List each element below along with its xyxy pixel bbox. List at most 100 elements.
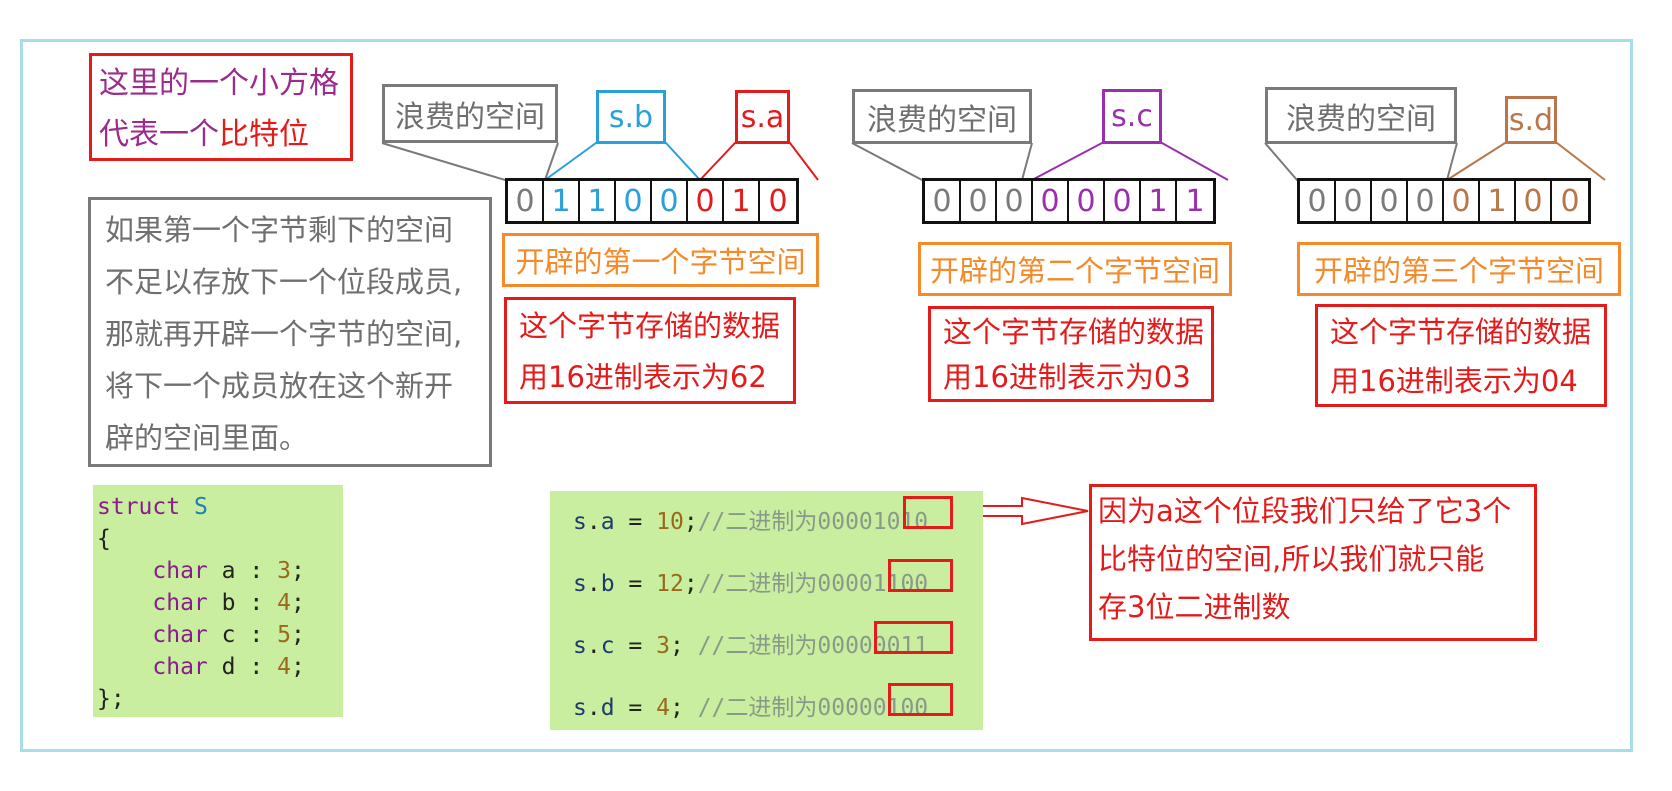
bit-cell: 0 bbox=[1408, 181, 1444, 221]
truncation-line: 因为a这个位段我们只给了它3个 bbox=[1098, 494, 1512, 528]
hex-note-1: 这个字节存储的数据 用16进制表示为62 bbox=[504, 297, 796, 404]
byte-caption-2: 开辟的第二个字节空间 bbox=[918, 242, 1232, 296]
assign-line-a: s.a = 10;//二进制为00001010 bbox=[573, 506, 928, 538]
truncation-line: 存3位二进制数 bbox=[1098, 590, 1291, 624]
stored-bits-highlight-c bbox=[874, 621, 953, 654]
bit-cell: 0 bbox=[1560, 183, 1580, 219]
comment: //二进制为00001010 bbox=[697, 509, 929, 535]
truncation-note: 因为a这个位段我们只给了它3个 比特位的空间,所以我们就只能 存3位二进制数 bbox=[1089, 484, 1537, 641]
open-brace: { bbox=[97, 526, 111, 552]
assign-code-block: s.a = 10;//二进制为00001010 s.b = 12;//二进制为0… bbox=[550, 491, 983, 730]
waste-connector-2 bbox=[851, 142, 1033, 181]
bit-cell: 1 bbox=[1480, 181, 1516, 221]
explain-line: 将下一个成员放在这个新开 bbox=[105, 369, 454, 403]
bit-cell: 0 bbox=[508, 181, 544, 221]
legend-line-2-text: 代表一个 bbox=[99, 117, 219, 152]
waste-label-2: 浪费的空间 bbox=[852, 89, 1032, 144]
colon: : bbox=[249, 622, 264, 648]
waste-connector-1 bbox=[381, 142, 559, 181]
hex-line-1: 这个字节存储的数据 bbox=[1330, 315, 1592, 349]
member-line: char c : 5; bbox=[97, 619, 343, 651]
struct-code-block: struct S { char a : 3; char b : 4; char … bbox=[93, 485, 343, 717]
sb-connector bbox=[544, 142, 701, 181]
bit-legend-note: 这里的一个小方格 代表一个比特位 bbox=[89, 53, 353, 161]
value: 12 bbox=[656, 571, 684, 597]
member-line: char a : 3; bbox=[97, 555, 343, 587]
semicolon: ; bbox=[290, 622, 305, 648]
field: d bbox=[600, 695, 615, 721]
member-width: 5 bbox=[277, 622, 291, 648]
code-line: struct S bbox=[97, 491, 343, 523]
waste-label-1: 浪费的空间 bbox=[382, 84, 558, 143]
member-width: 3 bbox=[277, 558, 291, 584]
semicolon: ; bbox=[290, 590, 305, 616]
bit-cell: 1 bbox=[1185, 183, 1205, 219]
assign-line-b: s.b = 12;//二进制为00001100 bbox=[573, 568, 928, 600]
field: b bbox=[600, 571, 615, 597]
explain-line: 如果第一个字节剩下的空间 bbox=[105, 213, 454, 247]
byte-caption-1: 开辟的第一个字节空间 bbox=[502, 233, 819, 287]
sa-connector bbox=[699, 142, 819, 181]
member-name: a bbox=[221, 558, 236, 584]
member-type: char bbox=[152, 590, 208, 616]
legend-line-1: 这里的一个小方格 bbox=[99, 66, 339, 101]
bit-cell: 0 bbox=[768, 183, 788, 219]
overflow-explanation-note: 如果第一个字节剩下的空间 不足以存放下一个位段成员, 那就再开辟一个字节的空间,… bbox=[88, 197, 492, 467]
equals: = bbox=[614, 695, 657, 721]
bit-cell: 1 bbox=[544, 181, 580, 221]
colon: : bbox=[249, 590, 264, 616]
value: 4 bbox=[656, 695, 670, 721]
member-line: char b : 4; bbox=[97, 587, 343, 619]
hex-line-2: 用16进制表示为03 bbox=[943, 360, 1191, 394]
field-label-sa: s.a bbox=[735, 90, 790, 144]
bit-cell: 0 bbox=[1444, 181, 1480, 221]
bit-cell: 0 bbox=[1300, 181, 1336, 221]
member-line: char d : 4; bbox=[97, 651, 343, 683]
hex-line-1: 这个字节存储的数据 bbox=[943, 315, 1205, 349]
dot: . bbox=[586, 695, 601, 721]
bit-cell: 0 bbox=[1372, 181, 1408, 221]
explain-line: 辟的空间里面。 bbox=[105, 421, 309, 455]
equals: = bbox=[614, 571, 657, 597]
hex-line-2: 用16进制表示为62 bbox=[519, 360, 767, 394]
bit-cell: 0 bbox=[1516, 181, 1552, 221]
field: a bbox=[600, 509, 615, 535]
bit-cell: 0 bbox=[925, 181, 961, 221]
hex-note-2: 这个字节存储的数据 用16进制表示为03 bbox=[928, 306, 1214, 402]
obj: s bbox=[573, 633, 587, 659]
bit-cell: 1 bbox=[724, 181, 760, 221]
bit-cell: 0 bbox=[1336, 181, 1372, 221]
stored-bits-highlight-b bbox=[888, 559, 953, 592]
member-type: char bbox=[152, 622, 208, 648]
sep: ; bbox=[669, 695, 698, 721]
hex-line-1: 这个字节存储的数据 bbox=[519, 309, 781, 343]
assign-line-d: s.d = 4; //二进制为00000100 bbox=[573, 692, 928, 724]
truncation-line: 比特位的空间,所以我们就只能 bbox=[1098, 542, 1485, 576]
comment: //二进制为00000011 bbox=[697, 633, 929, 659]
member-type: char bbox=[152, 558, 208, 584]
member-name: d bbox=[221, 654, 236, 680]
waste-label-3: 浪费的空间 bbox=[1265, 87, 1457, 144]
legend-line-2: 代表一个比特位 bbox=[99, 109, 350, 160]
struct-name: S bbox=[193, 494, 208, 520]
field: c bbox=[600, 633, 615, 659]
explain-line: 不足以存放下一个位段成员, bbox=[105, 265, 463, 299]
field-label-sb: s.b bbox=[596, 90, 666, 144]
sc-connector bbox=[1031, 142, 1229, 181]
semicolon: ; bbox=[290, 558, 305, 584]
bit-cell: 1 bbox=[1141, 181, 1177, 221]
bit-cell: 1 bbox=[580, 181, 616, 221]
obj: s bbox=[573, 695, 587, 721]
close-brace: }; bbox=[97, 686, 125, 712]
stored-bits-highlight-d bbox=[888, 683, 953, 716]
colon: : bbox=[249, 558, 264, 584]
explain-line: 那就再开辟一个字节的空间, bbox=[105, 317, 463, 351]
legend-highlight: 比特位 bbox=[219, 117, 309, 152]
struct-keyword: struct bbox=[97, 494, 181, 520]
waste-connector-3 bbox=[1264, 142, 1458, 181]
byte-caption-3: 开辟的第三个字节空间 bbox=[1297, 242, 1621, 296]
colon: : bbox=[249, 654, 264, 680]
bit-cell: 0 bbox=[688, 181, 724, 221]
